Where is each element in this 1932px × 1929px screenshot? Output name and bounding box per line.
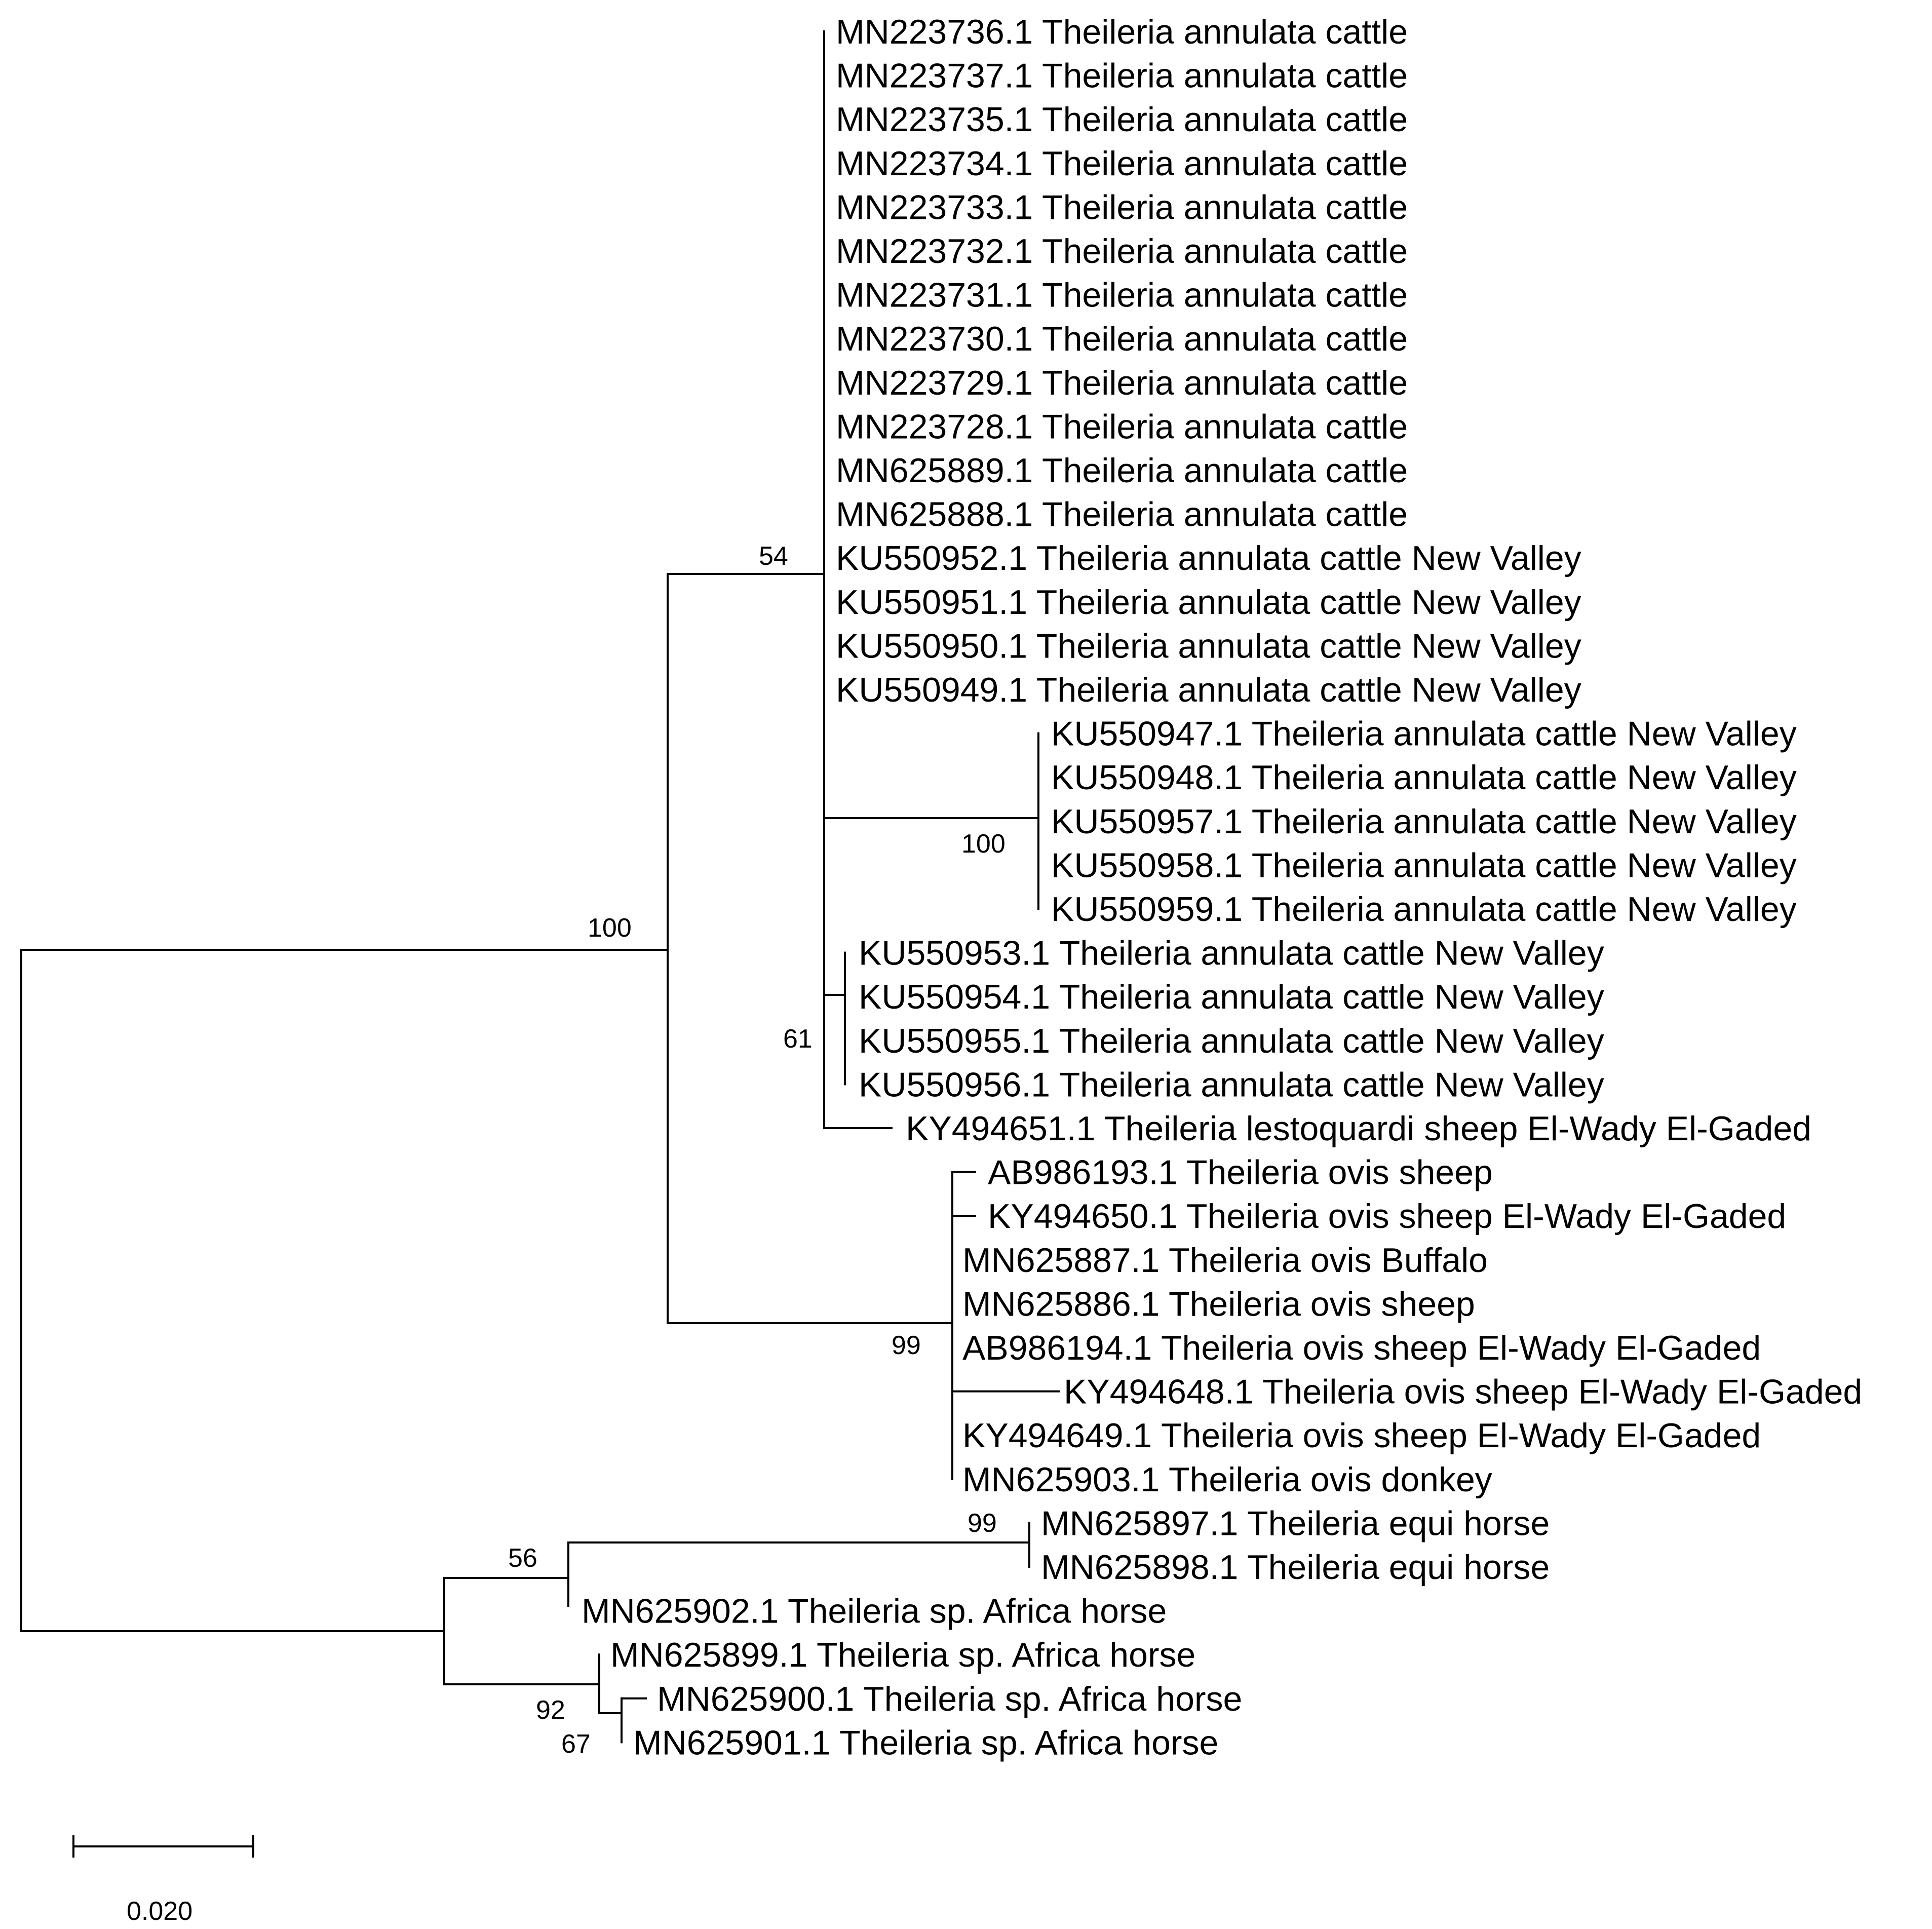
taxon-label: MN223737.1 Theileria annulata cattle <box>836 57 1408 95</box>
taxon-label: KU550958.1 Theileria annulata cattle New… <box>1051 846 1797 884</box>
bootstrap-ku550947-group: 100 <box>961 829 1006 859</box>
taxon-label: KU550948.1 Theileria annulata cattle New… <box>1051 758 1797 797</box>
taxon-label: KY494651.1 Theileria lestoquardi sheep E… <box>906 1109 1811 1148</box>
bootstrap-equi-africa-node: 56 <box>508 1544 537 1573</box>
taxon-labels: MN223736.1 Theileria annulata cattleMN22… <box>582 13 1862 1762</box>
taxon-label: KU550955.1 Theileria annulata cattle New… <box>859 1022 1604 1060</box>
bootstrap-africa-inner: 67 <box>561 1729 591 1759</box>
taxon-label: KU550959.1 Theileria annulata cattle New… <box>1051 890 1797 929</box>
taxon-label: MN625887.1 Theileria ovis Buffalo <box>962 1241 1488 1280</box>
taxon-label: KU550949.1 Theileria annulata cattle New… <box>836 671 1581 709</box>
taxon-label: MN223735.1 Theileria annulata cattle <box>836 100 1408 139</box>
bootstrap-annulata-node: 54 <box>759 542 788 571</box>
bootstrap-annulata-ovis-node: 100 <box>588 913 632 943</box>
taxon-label: MN625903.1 Theileria ovis donkey <box>962 1460 1492 1499</box>
tree-branches <box>20 30 1060 1744</box>
taxon-label: KU550951.1 Theileria annulata cattle New… <box>836 583 1581 622</box>
taxon-label: KU550957.1 Theileria annulata cattle New… <box>1051 802 1797 841</box>
taxon-label: KY494648.1 Theileria ovis sheep El-Wady … <box>1064 1373 1862 1411</box>
taxon-label: MN223731.1 Theileria annulata cattle <box>836 276 1408 315</box>
scale-bar-label: 0.020 <box>127 1897 192 1926</box>
taxon-label: MN223730.1 Theileria annulata cattle <box>836 320 1408 358</box>
taxon-label: MN625899.1 Theileria sp. Africa horse <box>610 1636 1195 1674</box>
bootstrap-ku550953-group: 61 <box>783 1024 813 1054</box>
taxon-label: KU550950.1 Theileria annulata cattle New… <box>836 627 1581 665</box>
taxon-label: KY494649.1 Theileria ovis sheep El-Wady … <box>962 1416 1761 1455</box>
taxon-label: MN625886.1 Theileria ovis sheep <box>962 1285 1475 1323</box>
taxon-label: AB986194.1 Theileria ovis sheep El-Wady … <box>962 1329 1761 1367</box>
taxon-label: KU550947.1 Theileria annulata cattle New… <box>1051 715 1797 753</box>
taxon-label: KU550953.1 Theileria annulata cattle New… <box>859 934 1604 973</box>
taxon-label: AB986193.1 Theileria ovis sheep <box>988 1153 1493 1192</box>
taxon-label: MN223734.1 Theileria annulata cattle <box>836 144 1408 183</box>
taxon-label: MN223732.1 Theileria annulata cattle <box>836 232 1408 271</box>
taxon-label: KU550952.1 Theileria annulata cattle New… <box>836 539 1581 577</box>
taxon-label: MN625889.1 Theileria annulata cattle <box>836 451 1408 490</box>
taxon-label: MN625902.1 Theileria sp. Africa horse <box>582 1592 1167 1631</box>
taxon-label: MN223733.1 Theileria annulata cattle <box>836 188 1408 226</box>
taxon-label: KU550954.1 Theileria annulata cattle New… <box>859 978 1604 1016</box>
taxon-label: MN625900.1 Theileria sp. Africa horse <box>657 1680 1242 1718</box>
bootstrap-africa-node: 92 <box>536 1695 565 1725</box>
taxon-label: MN625898.1 Theileria equi horse <box>1041 1548 1550 1587</box>
taxon-label: KU550956.1 Theileria annulata cattle New… <box>859 1065 1604 1104</box>
bootstrap-ovis-group: 99 <box>892 1331 921 1360</box>
taxon-label: KY494650.1 Theileria ovis sheep El-Wady … <box>988 1197 1786 1236</box>
taxon-label: MN223728.1 Theileria annulata cattle <box>836 407 1408 446</box>
taxon-label: MN625897.1 Theileria equi horse <box>1041 1504 1550 1542</box>
taxon-label: MN223729.1 Theileria annulata cattle <box>836 364 1408 402</box>
taxon-label: MN223736.1 Theileria annulata cattle <box>836 13 1408 51</box>
scale-bar: 0.020 <box>72 1835 254 1926</box>
taxon-label: MN625901.1 Theileria sp. Africa horse <box>633 1723 1218 1762</box>
taxon-label: MN625888.1 Theileria annulata cattle <box>836 495 1408 534</box>
bootstrap-equi-pair: 99 <box>968 1509 997 1538</box>
